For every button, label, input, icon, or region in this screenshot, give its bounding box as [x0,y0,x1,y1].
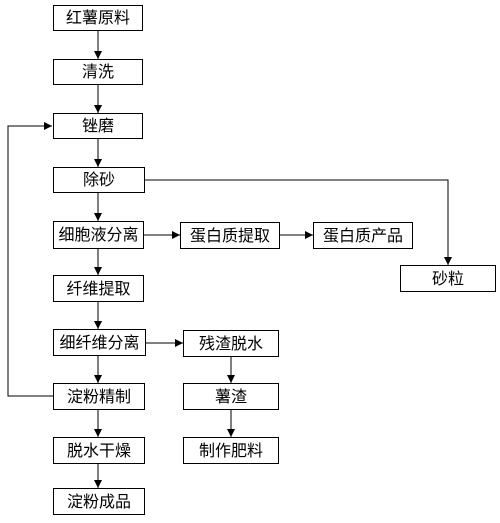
node-residue-dewatering: 残渣脱水 [183,330,279,357]
edge-desanding-to-sand [145,179,452,265]
node-sand: 砂粒 [400,265,496,292]
node-fine-fiber-separation: 细纤维分离 [53,329,146,356]
node-starch-refining: 淀粉精制 [53,383,145,410]
node-grinding: 锉磨 [53,113,143,139]
node-fiber-extraction: 纤维提取 [53,275,144,302]
node-desanding: 除砂 [53,167,145,193]
node-dewatering-drying: 脱水干燥 [53,437,145,464]
node-starch-product: 淀粉成品 [53,488,145,515]
node-fertilizer: 制作肥料 [183,437,279,464]
node-cell-sap-separation: 细胞液分离 [53,221,144,249]
node-protein-product: 蛋白质产品 [313,222,413,249]
edge-refining-to-grinding-loop [7,122,53,397]
node-protein-extraction: 蛋白质提取 [180,222,280,249]
node-potato-residue: 薯渣 [183,383,279,410]
node-raw-material: 红薯原料 [53,5,143,31]
node-washing: 清洗 [53,59,143,85]
